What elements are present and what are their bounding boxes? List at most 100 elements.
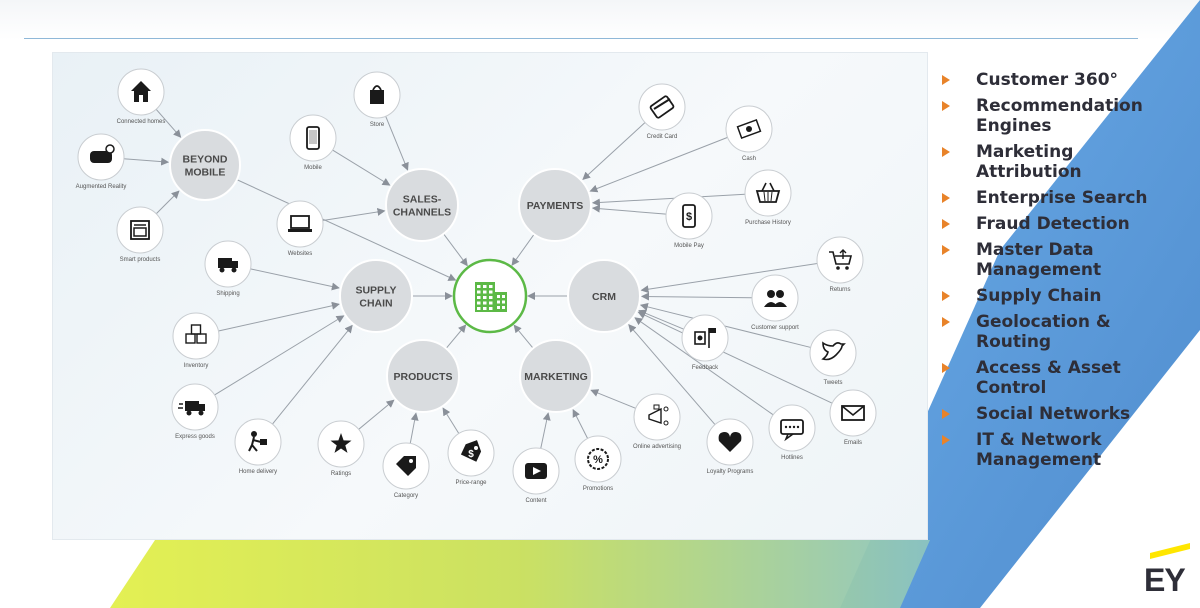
svg-text:$: $ — [686, 211, 692, 223]
leaf-node-mobile-pay: $ Mobile Pay — [665, 192, 713, 249]
use-case-item: Supply Chain — [940, 286, 1190, 306]
leaf-circle — [809, 329, 857, 377]
leaf-node-customer-support: Customer support — [751, 274, 799, 331]
use-case-label: Supply Chain — [976, 286, 1102, 306]
blue-stripe-shape — [840, 0, 1200, 608]
connector-arrow — [513, 324, 534, 349]
hub-label: CHANNELS — [393, 207, 451, 219]
connector-arrow — [637, 311, 833, 404]
hub-circle — [518, 168, 592, 242]
ey-logo-text: EY — [1144, 562, 1186, 598]
use-case-item: Customer 360° — [940, 70, 1190, 90]
use-case-label: Attribution — [976, 162, 1082, 182]
office-building-icon — [475, 282, 507, 312]
hub-label: PRODUCTS — [394, 371, 453, 383]
leaf-node-mobile: Mobile — [289, 114, 337, 171]
connector-arrow — [250, 268, 340, 291]
oven-icon — [130, 220, 150, 240]
hub-label: PAYMENTS — [527, 200, 584, 212]
leaf-label: Mobile Pay — [674, 243, 704, 249]
leaf-label: Store — [370, 122, 385, 128]
ey-logo: EY — [1140, 542, 1192, 598]
leaf-node-online-advertising: Online advertising — [633, 393, 681, 450]
leaf-label: Hotlines — [781, 455, 803, 461]
connector-arrow — [589, 136, 728, 193]
leaf-label: Ratings — [331, 471, 351, 477]
hub-label: CRM — [592, 291, 616, 303]
leaf-label: Tweets — [823, 380, 842, 386]
leaf-node-cash: Cash — [725, 105, 773, 162]
cart-return-icon — [829, 249, 853, 270]
connector-arrow — [385, 116, 409, 171]
connector-arrow — [572, 409, 589, 439]
price-tag-icon: $ — [460, 440, 482, 462]
leaf-circle — [638, 83, 686, 131]
bullet-arrow-icon — [942, 291, 950, 301]
hub-circle — [567, 259, 641, 333]
leaf-node-inventory: Inventory — [172, 312, 220, 369]
connector-arrow — [332, 149, 391, 186]
use-case-label: Master Data — [976, 240, 1094, 260]
use-case-label: Management — [976, 450, 1102, 470]
connector-arrow — [640, 292, 753, 301]
credit-card-icon — [649, 95, 675, 119]
bullet-arrow-icon — [942, 245, 950, 255]
express-truck-icon — [178, 401, 205, 416]
leaf-circle — [816, 236, 864, 284]
leaf-node-augmented-reality: Augmented Reality — [76, 133, 126, 190]
connector-arrow — [443, 233, 468, 267]
use-case-label: Engines — [976, 116, 1052, 136]
leaf-label: Returns — [829, 287, 850, 293]
hub-node-marketing: MARKETING — [519, 339, 593, 413]
leaf-node-connected-homes: Connected homes — [117, 68, 165, 125]
leaf-node-websites: Websites — [276, 200, 324, 257]
basket-icon — [755, 182, 781, 203]
leaf-label: Shipping — [216, 291, 239, 297]
use-case-label: IT & Network — [976, 430, 1102, 450]
leaf-label: Online advertising — [633, 444, 681, 450]
connector-arrow — [639, 302, 811, 348]
boxes-icon — [185, 324, 207, 344]
leaf-node-emails: Emails — [829, 389, 877, 446]
connector-arrow — [638, 309, 684, 330]
hub-label: SUPPLY — [355, 285, 396, 297]
leaf-label: Customer support — [751, 325, 799, 331]
leaf-node-content: Content — [512, 447, 560, 504]
connector-arrow — [634, 317, 774, 416]
leaf-node-credit-card: Credit Card — [638, 83, 686, 140]
leaf-circle — [574, 435, 622, 483]
use-case-label: Fraud Detection — [976, 214, 1130, 234]
connector-arrow — [214, 315, 345, 396]
bullet-arrow-icon — [942, 317, 950, 327]
leaf-node-tweets: Tweets — [809, 329, 857, 386]
leaf-label: Price-range — [455, 480, 487, 486]
video-play-icon — [525, 463, 547, 479]
bullet-arrow-icon — [942, 147, 950, 157]
vr-headset-icon — [90, 144, 115, 163]
connector-arrow — [236, 179, 457, 281]
leaf-node-price-range: $ Price-range — [447, 429, 495, 486]
connector-arrow — [445, 324, 467, 349]
leaf-label: Category — [394, 493, 418, 499]
twitter-bird-icon — [821, 341, 846, 361]
connector-arrow — [628, 324, 716, 425]
leaf-label: Mobile — [304, 165, 322, 171]
leaf-circle — [633, 393, 681, 441]
header-band — [0, 0, 1200, 40]
svg-text:$: $ — [468, 449, 474, 460]
leaf-node-home-delivery: Home delivery — [234, 418, 282, 475]
use-case-label: Access & Asset — [976, 358, 1121, 378]
connector-arrow — [218, 301, 340, 332]
house-icon — [131, 81, 151, 102]
use-case-item: Enterprise Search — [940, 188, 1190, 208]
connector-arrow — [640, 262, 818, 294]
support-people-icon — [764, 290, 787, 307]
leaf-node-promotions: %Promotions — [574, 435, 622, 492]
leaf-label: Emails — [844, 440, 862, 446]
